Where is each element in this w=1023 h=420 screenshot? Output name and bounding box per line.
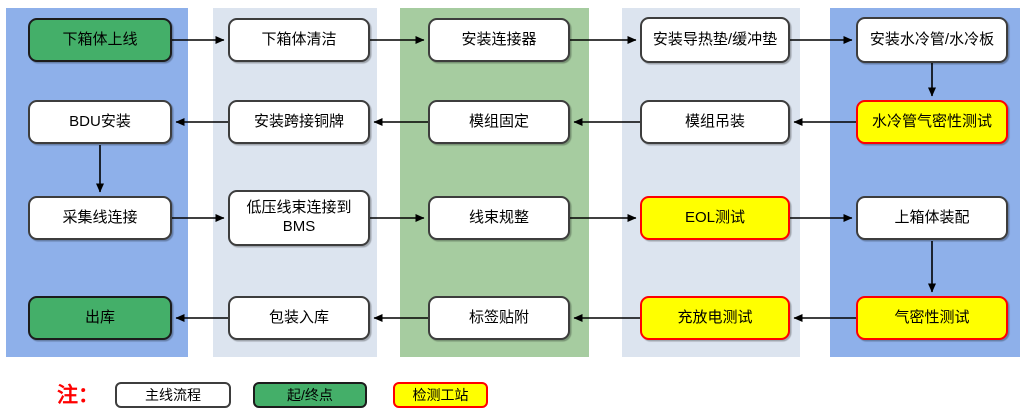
node-install-jumper-busbar: 安装跨接铜牌 — [228, 100, 370, 144]
node-install-cooling-plate: 安装水冷管/水冷板 — [856, 17, 1008, 63]
node-label-attach: 标签贴附 — [428, 296, 570, 340]
legend-main-process: 主线流程 — [115, 382, 231, 408]
node-charge-discharge-test: 充放电测试 — [640, 296, 790, 340]
legend-test-station: 检测工站 — [393, 382, 488, 408]
node-module-fixing: 模组固定 — [428, 100, 570, 144]
node-module-hoisting: 模组吊装 — [640, 100, 790, 144]
node-packing-storage: 包装入库 — [228, 296, 370, 340]
node-lv-harness-to-bms: 低压线束连接到BMS — [228, 190, 370, 246]
legend-note-label: 注： — [57, 384, 99, 407]
node-bdu-install: BDU安装 — [28, 100, 172, 144]
node-eol-test: EOL测试 — [640, 196, 790, 240]
node-upper-box-assembly: 上箱体装配 — [856, 196, 1008, 240]
node-airtight-test: 气密性测试 — [856, 296, 1008, 340]
legend-start-end: 起/终点 — [253, 382, 367, 408]
node-lower-box-online: 下箱体上线 — [28, 18, 172, 62]
node-sampling-wire-connect: 采集线连接 — [28, 196, 172, 240]
node-outbound: 出库 — [28, 296, 172, 340]
node-harness-arrangement: 线束规整 — [428, 196, 570, 240]
node-install-connector: 安装连接器 — [428, 18, 570, 62]
node-install-thermal-pad: 安装导热垫/缓冲垫 — [640, 17, 790, 63]
node-lower-box-cleaning: 下箱体清洁 — [228, 18, 370, 62]
node-cooling-pipe-airtight-test: 水冷管气密性测试 — [856, 100, 1008, 144]
